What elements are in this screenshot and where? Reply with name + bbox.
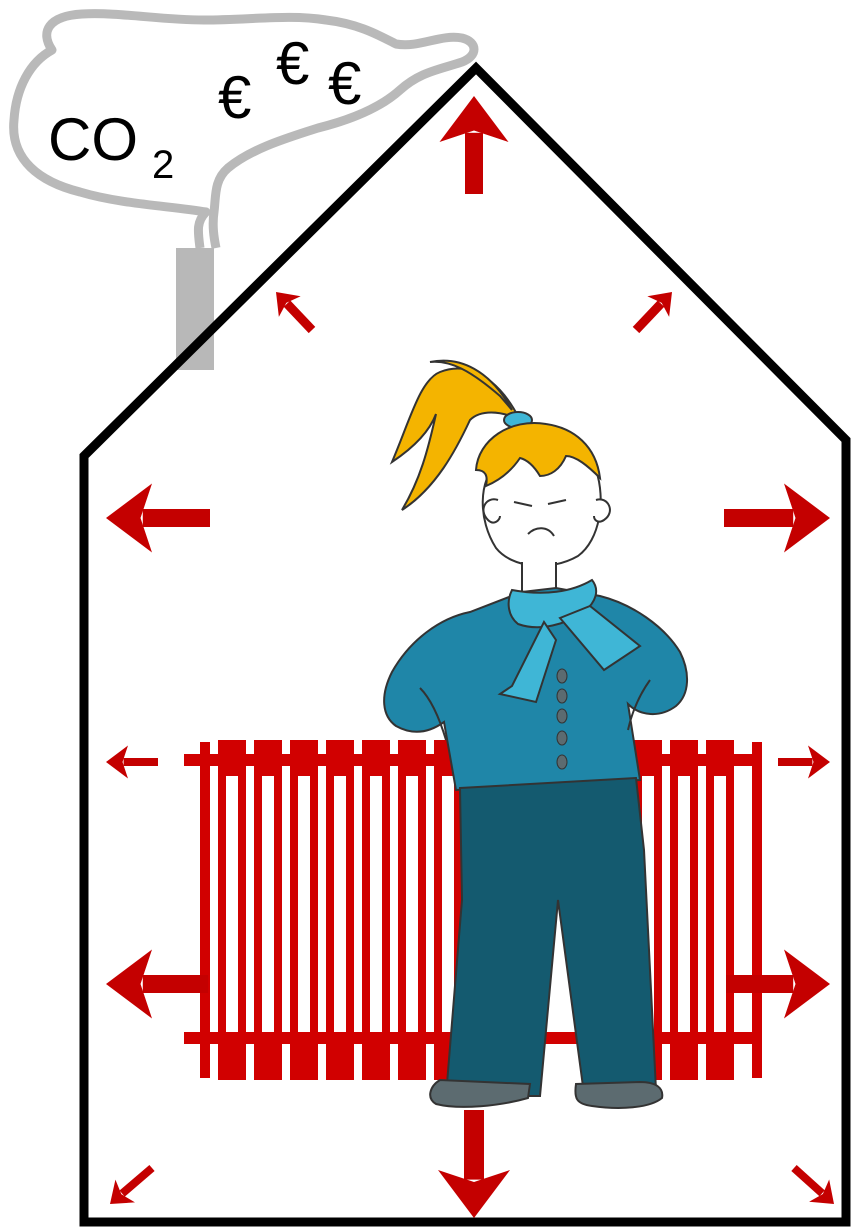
heat-arrow bbox=[106, 484, 210, 553]
smoke-cloud: CO 2 € € € bbox=[14, 14, 474, 248]
cold-person bbox=[384, 361, 687, 1108]
euro-symbol-1: € bbox=[218, 64, 251, 131]
heat-arrow bbox=[724, 484, 830, 553]
heat-arrow bbox=[438, 1110, 510, 1218]
heat-arrow bbox=[100, 1157, 162, 1216]
co2-subscript: 2 bbox=[152, 143, 174, 187]
radiator-fin bbox=[670, 740, 698, 1080]
heat-arrow bbox=[726, 950, 830, 1019]
radiator-fin bbox=[218, 740, 246, 1080]
heat-arrow bbox=[265, 282, 323, 341]
heat-arrow bbox=[106, 746, 158, 779]
co2-label: CO bbox=[48, 106, 138, 173]
heat-arrow bbox=[778, 746, 830, 779]
radiator-fin bbox=[706, 740, 734, 1080]
heat-arrow bbox=[784, 1157, 844, 1215]
heat-arrow bbox=[440, 96, 509, 194]
radiator-fin bbox=[362, 740, 390, 1080]
heat-arrow bbox=[106, 950, 208, 1019]
euro-symbol-3: € bbox=[328, 50, 361, 117]
radiator-fin bbox=[326, 740, 354, 1080]
radiator-fin bbox=[254, 740, 282, 1080]
radiator-fin bbox=[398, 740, 426, 1080]
radiator-fin bbox=[290, 740, 318, 1080]
euro-symbol-2: € bbox=[276, 30, 309, 97]
heat-arrow bbox=[625, 282, 683, 341]
